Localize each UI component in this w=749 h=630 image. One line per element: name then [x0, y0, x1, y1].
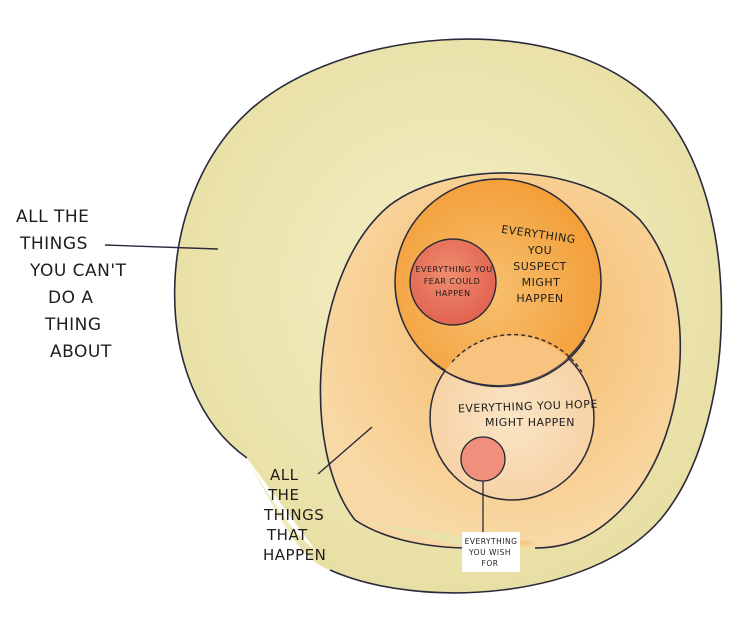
wish-label-line: FOR	[482, 559, 499, 568]
happen-label-line: THAT	[266, 526, 308, 544]
wish-label-line: YOU WISH	[468, 548, 511, 557]
hope-label-line: MIGHT HAPPEN	[485, 416, 575, 429]
happen-label-line: ALL	[270, 466, 299, 484]
outer-label: ALL THE THINGS YOU CAN'T DO A THING ABOU…	[16, 207, 127, 362]
happen-label-line: THE	[267, 486, 299, 504]
wish-circle	[460, 436, 506, 482]
outer-label-line: ABOUT	[50, 342, 112, 362]
outer-label-line: ALL THE	[16, 207, 89, 227]
outer-label-line: YOU CAN'T	[29, 261, 127, 281]
suspect-lower-arc	[429, 339, 586, 388]
fear-label-line: HAPPEN	[435, 289, 470, 298]
outer-label-line: THINGS	[19, 234, 88, 254]
hope-label-line: EVERYTHING YOU HOPE	[458, 398, 598, 416]
happen-label: ALL THE THINGS THAT HAPPEN	[263, 466, 326, 564]
fear-label-line: EVERYTHING YOU	[415, 265, 492, 274]
suspect-label-line: YOU	[527, 244, 552, 257]
outer-leader-line	[104, 244, 219, 250]
outer-fill-closure	[247, 458, 330, 570]
outer-label-line: THING	[44, 315, 102, 335]
hope-label: EVERYTHING YOU HOPE MIGHT HAPPEN	[458, 398, 598, 429]
fear-label-line: FEAR COULD	[424, 277, 481, 286]
happen-leader-line	[317, 426, 373, 475]
fear-circle	[409, 238, 497, 326]
fear-label: EVERYTHING YOU FEAR COULD HAPPEN	[415, 265, 492, 298]
outer-label-line: DO A	[48, 288, 94, 308]
suspect-label-line: SUSPECT	[513, 260, 567, 273]
happen-label-line: HAPPEN	[263, 546, 326, 564]
suspect-label-line: HAPPEN	[516, 292, 563, 305]
suspect-label-line: MIGHT	[522, 276, 561, 289]
wish-label-line: EVERYTHING	[465, 537, 518, 546]
wish-label: EVERYTHING YOU WISH FOR	[465, 537, 518, 568]
happen-label-line: THINGS	[263, 506, 324, 524]
wish-label-background	[462, 532, 520, 572]
